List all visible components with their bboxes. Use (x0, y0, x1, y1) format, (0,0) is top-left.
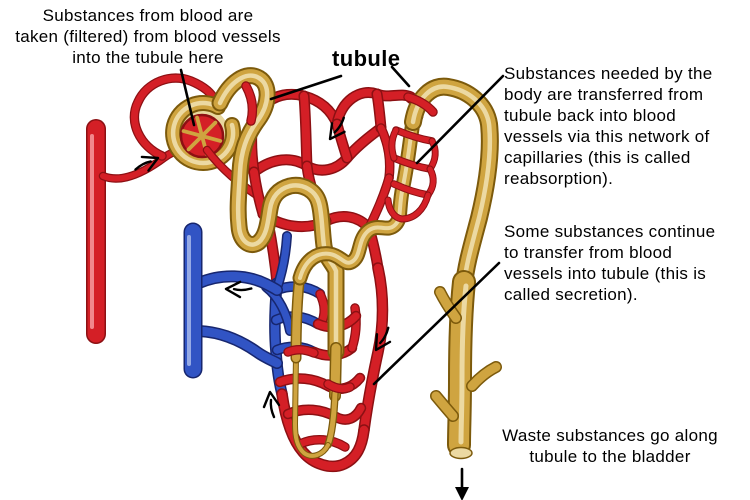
pointer-arrow-tubule-left (269, 74, 343, 101)
label-secretion: Some substances continue to transfer fro… (504, 222, 716, 304)
label-reabsorption: Substances needed by the body are transf… (504, 64, 713, 188)
bladder-flow-arrow (455, 467, 469, 500)
renal-artery (86, 119, 106, 344)
duct-branch-stub (467, 362, 501, 391)
pointer-arrow-filtration (179, 68, 196, 127)
annotation-arrows (179, 65, 505, 386)
label-waste: Waste substances go along tubule to the … (502, 426, 718, 466)
pointer-arrow-reabsorption (415, 74, 505, 165)
collecting-duct (404, 77, 502, 460)
label-filtration: Substances from blood are taken (filtere… (15, 6, 281, 67)
duct-branch-stub (431, 391, 458, 421)
glomerulus (165, 95, 242, 171)
capillary-overlays (241, 81, 439, 394)
pointer-arrow-tubule-right (390, 65, 411, 88)
duct-open-end (449, 446, 473, 460)
renal-vein (183, 222, 283, 379)
duct-branch-stub (435, 287, 461, 323)
capillary-coil (384, 126, 439, 223)
loop-of-henle (293, 353, 330, 458)
pointer-arrow-secretion (372, 261, 501, 386)
label-tubule: tubule (332, 46, 401, 71)
